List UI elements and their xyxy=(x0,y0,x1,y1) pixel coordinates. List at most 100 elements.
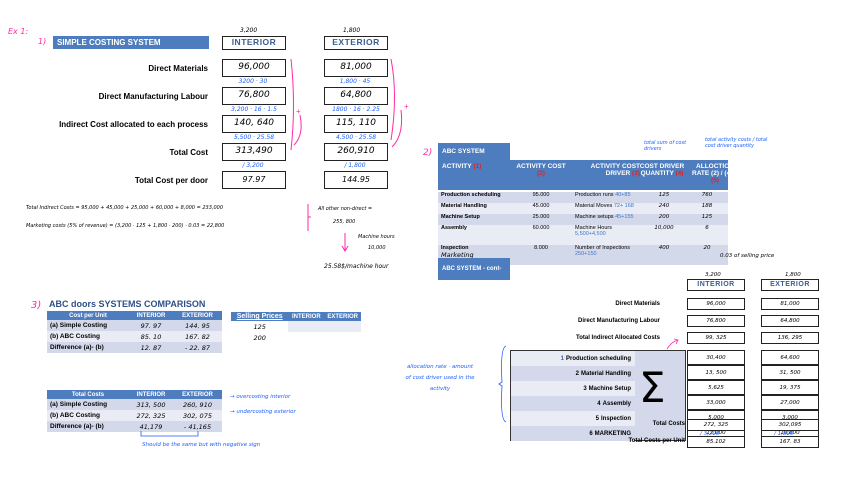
exterior-dl-note: 1800 · 16 · 2.25 xyxy=(332,106,380,113)
section2-marker: 2) xyxy=(423,148,433,158)
table-row: 125 xyxy=(231,321,361,332)
interior-header: INTERIOR xyxy=(222,36,286,50)
interior-value: 97. 97 xyxy=(129,320,173,331)
pink-arrow-icon xyxy=(666,338,679,350)
interior-qty-note: 3,200 xyxy=(240,27,258,34)
cont-exterior-indirect: 136, 295 xyxy=(761,332,819,344)
col-header: Cost per Unit xyxy=(47,311,129,320)
divide-note-interior: / 3,200 xyxy=(700,431,720,437)
total-indirect-note: Total Indirect Costs = 95,000 + 45,000 +… xyxy=(26,205,224,211)
interior-direct-labour: 76,800 xyxy=(222,87,286,105)
per-unit-exterior: 167. 83 xyxy=(761,436,819,448)
row-label-direct-labour: Direct Manufacturing Labour xyxy=(98,92,208,101)
interior-activity-value: 33,000 xyxy=(687,395,745,410)
annotation-rate-formula: total activity costs / total cost driver… xyxy=(705,137,768,149)
table-row: Difference (a)- (b)41,179- 41,165 xyxy=(47,421,222,432)
all-other-note: All other non-direct = xyxy=(318,206,373,212)
per-unit-label: Total Costs per Unit xyxy=(628,438,685,444)
blue-bracket xyxy=(498,345,507,423)
notes-bracket xyxy=(307,204,311,231)
undercosting-note: → undercosting exterior xyxy=(230,409,296,415)
col-cost-driver: ACTIVITY COST DRIVER (3) xyxy=(590,163,640,177)
allocation-rate-note: allocation rate · amount of cost driver … xyxy=(405,364,475,392)
exterior-activity-value: 27,000 xyxy=(761,395,819,410)
cont-exterior-dm: 81,000 xyxy=(761,298,819,310)
allocation-rate: 760 xyxy=(686,192,728,203)
exterior-tc-note: / 1,800 xyxy=(344,162,366,169)
col-allocation-rate: ALLOCTION RATE (2) / (4) = (5) xyxy=(692,163,738,184)
cont-exterior-dl: 64,800 xyxy=(761,315,819,327)
interior-value: 272, 325 xyxy=(129,410,173,421)
exterior-value: - 22. 87 xyxy=(173,342,222,353)
driver-quantity: 240 xyxy=(642,203,686,214)
interior-tc-note: / 3,200 xyxy=(242,162,264,169)
driver-quantity: 400 xyxy=(642,245,686,265)
exterior-value: 144. 95 xyxy=(173,320,222,331)
interior-activity-value: 13, 500 xyxy=(687,365,745,380)
cont-label-indirect: Total Indirect Allocated Costs xyxy=(575,335,660,341)
col-header: EXTERIOR xyxy=(173,390,222,399)
cont-exterior-qty: 1,800 xyxy=(785,272,801,278)
table-header: Selling Prices INTERIOR EXTERIOR xyxy=(231,312,361,321)
row-label: (b) ABC Costing xyxy=(47,331,129,342)
table-row: Difference (a)- (b)12. 87- 22. 87 xyxy=(47,342,222,353)
table-header: Cost per Unit INTERIOR EXTERIOR xyxy=(47,311,222,320)
annotation-total-drivers: total sum of cost drivers xyxy=(644,140,687,152)
col-header: INTERIOR xyxy=(288,312,325,321)
exterior-indirect-cost: 115, 110 xyxy=(324,115,388,133)
exterior-activity-value: 64,600 xyxy=(761,350,819,365)
marketing-rate-note: 0.03 of selling price xyxy=(720,253,775,259)
cost-driver: Machine setups 45+155 xyxy=(572,214,642,225)
col-driver-quantity: COST DRIVER QUANTITY (4) xyxy=(639,163,685,177)
interior-bracket xyxy=(290,58,294,151)
col-header: EXTERIOR xyxy=(173,311,222,320)
difference-bracket xyxy=(140,431,199,437)
exterior-cost-per-door: 144.95 xyxy=(324,171,388,189)
comparison-title: ABC doors SYSTEMS COMPARISON xyxy=(49,299,206,309)
rate-note: 25.58$/machine hour xyxy=(324,263,389,270)
table-row: Production scheduling 95.000 Production … xyxy=(438,192,728,203)
cont-label-dl: Direct Manufacturing Labour xyxy=(577,318,660,324)
allocation-rate: 6 xyxy=(686,225,728,245)
exterior-activity-value: 19, 375 xyxy=(761,380,819,395)
overcosting-note: → overcosting interior xyxy=(230,394,291,400)
marketing-label: Marketing xyxy=(441,251,474,259)
row-label-direct-materials: Direct Materials xyxy=(148,64,208,73)
interior-cost-per-door: 97.97 xyxy=(222,171,286,189)
cont-interior-dm: 96,000 xyxy=(687,298,745,310)
total-costs-label: Total Costs xyxy=(652,421,685,427)
allocation-rate: 125 xyxy=(686,214,728,225)
exterior-value: - 41,165 xyxy=(173,421,222,432)
abc-cont-title: ABC SYSTEM - cont- xyxy=(438,258,510,280)
exterior-header: EXTERIOR xyxy=(324,36,388,50)
plus-sign-exterior: + xyxy=(404,102,409,111)
row-label-indirect-cost: Indirect Cost allocated to each process xyxy=(59,120,208,129)
sigma-icon: Σ xyxy=(639,363,666,412)
abc-system-title: ABC SYSTEM xyxy=(438,143,510,160)
driver-quantity: 10,000 xyxy=(642,225,686,245)
section1-marker: 1) xyxy=(38,37,47,46)
row-label: (a) Simple Costing xyxy=(47,320,129,331)
interior-dl-note: 3,200 · 16 · 1.5 xyxy=(231,106,277,113)
cont-interior-qty: 3,200 xyxy=(705,272,721,278)
col-header: INTERIOR xyxy=(129,390,173,399)
cont-interior-dl: 76,800 xyxy=(687,315,745,327)
cost-driver: Production runs 40+85 xyxy=(572,192,642,203)
activity-cost: 95.000 xyxy=(510,192,572,203)
activity-cost: 60.000 xyxy=(510,225,572,245)
sum-brackets xyxy=(290,58,403,151)
col-header: Selling Prices xyxy=(231,312,289,321)
all-other-value: 255, 800 xyxy=(333,219,356,225)
total-costs-exterior: 302,095 xyxy=(761,419,819,431)
machine-hours-value: 10,000 xyxy=(368,245,386,251)
exterior-direct-materials: 81,000 xyxy=(324,59,388,77)
interior-total-cost: 313,490 xyxy=(222,143,286,161)
table-header: Total Costs INTERIOR EXTERIOR xyxy=(47,390,222,399)
exterior-activity-value: 31, 500 xyxy=(761,365,819,380)
table-row: Machine Setup 25.000 Machine setups 45+1… xyxy=(438,214,728,225)
exterior-qty-note: 1,800 xyxy=(343,27,361,34)
